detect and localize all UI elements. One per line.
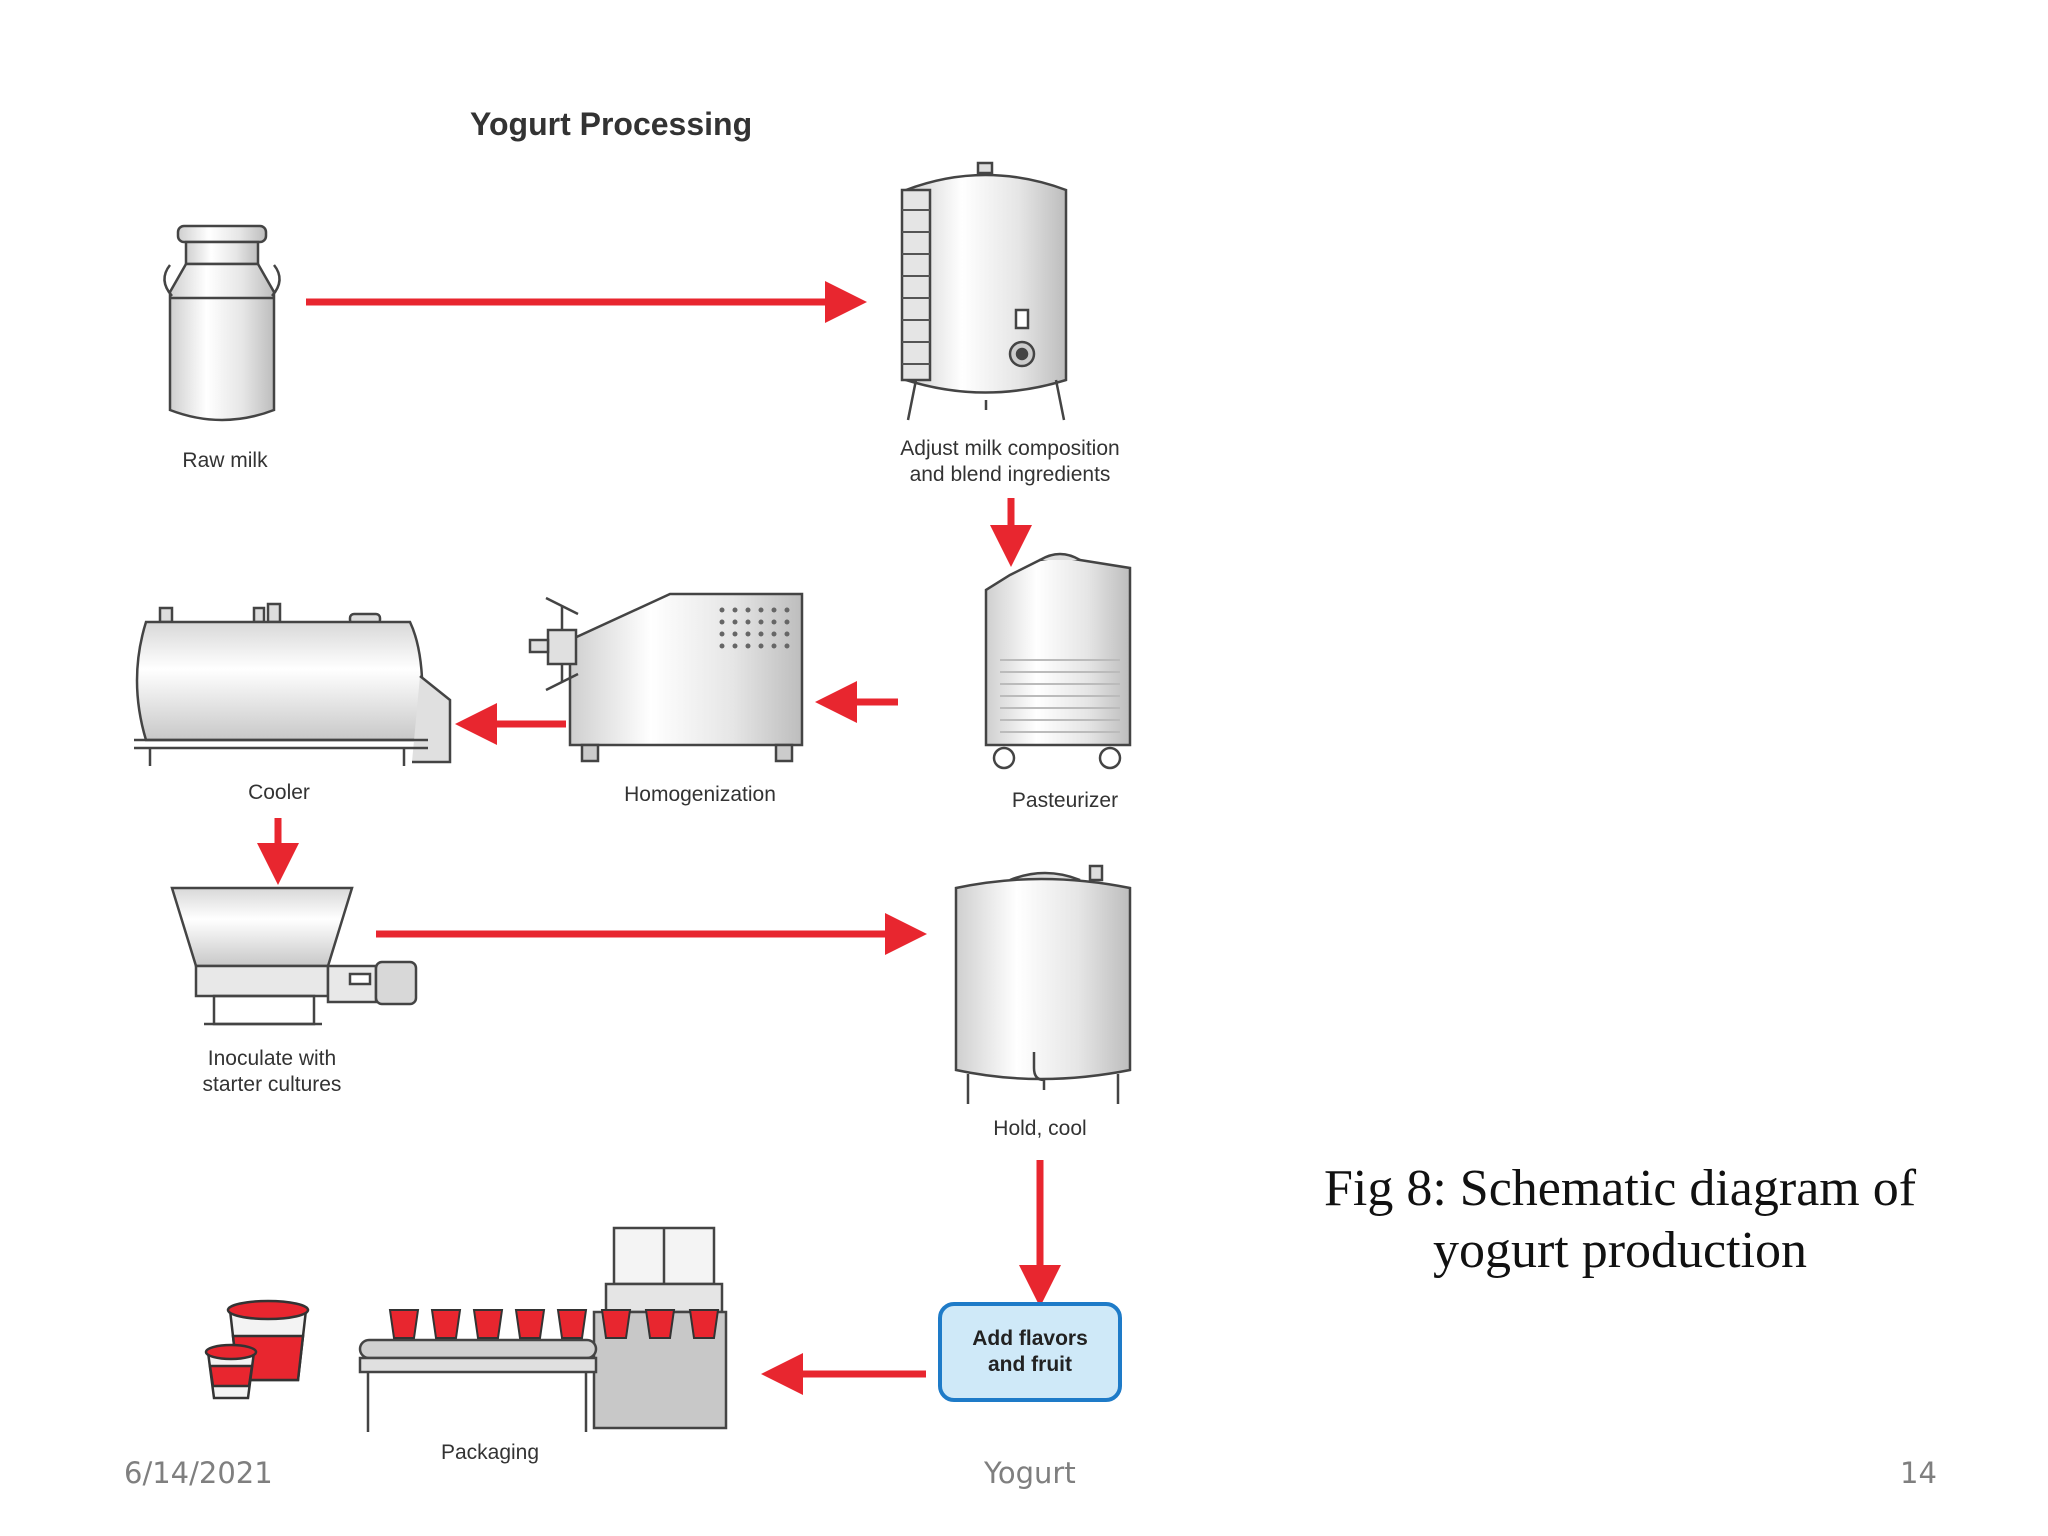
label-add-flavors: Add flavors and fruit xyxy=(972,1327,1088,1376)
label-cooler: Cooler xyxy=(248,781,310,804)
flow-arrows xyxy=(257,281,1061,1395)
figure-caption: Fig 8: Schematic diagram of yogurt produ… xyxy=(1323,1160,1917,1279)
label-hold-cool: Hold, cool xyxy=(993,1117,1087,1140)
inoculation-hopper-icon xyxy=(170,886,418,1026)
blend-tank-icon xyxy=(900,161,1068,421)
footer-page-number: 14 xyxy=(1900,1456,1937,1490)
cooler-tank-icon xyxy=(134,602,452,766)
label-homogenization: Homogenization xyxy=(624,783,776,806)
footer-title: Yogurt xyxy=(984,1456,1076,1490)
label-raw-milk: Raw milk xyxy=(182,449,268,472)
yogurt-cups-icon xyxy=(204,1299,310,1400)
label-pasteurizer: Pasteurizer xyxy=(1011,789,1119,812)
label-inoculate: Inoculate with starter cultures xyxy=(202,1047,342,1096)
diagram-title: Yogurt Processing xyxy=(470,106,753,142)
label-adjust-blend: Adjust milk composition and blend ingred… xyxy=(900,437,1120,486)
pasteurizer-icon xyxy=(984,552,1132,770)
add-flavors-box: Add flavors and fruit xyxy=(938,1302,1122,1402)
milk-can-icon xyxy=(163,224,281,422)
footer-date: 6/14/2021 xyxy=(124,1456,273,1490)
hold-tank-icon xyxy=(954,864,1132,1104)
label-packaging: Packaging xyxy=(440,1441,540,1464)
homogenizer-icon xyxy=(528,592,804,763)
packaging-line-icon xyxy=(358,1226,728,1432)
